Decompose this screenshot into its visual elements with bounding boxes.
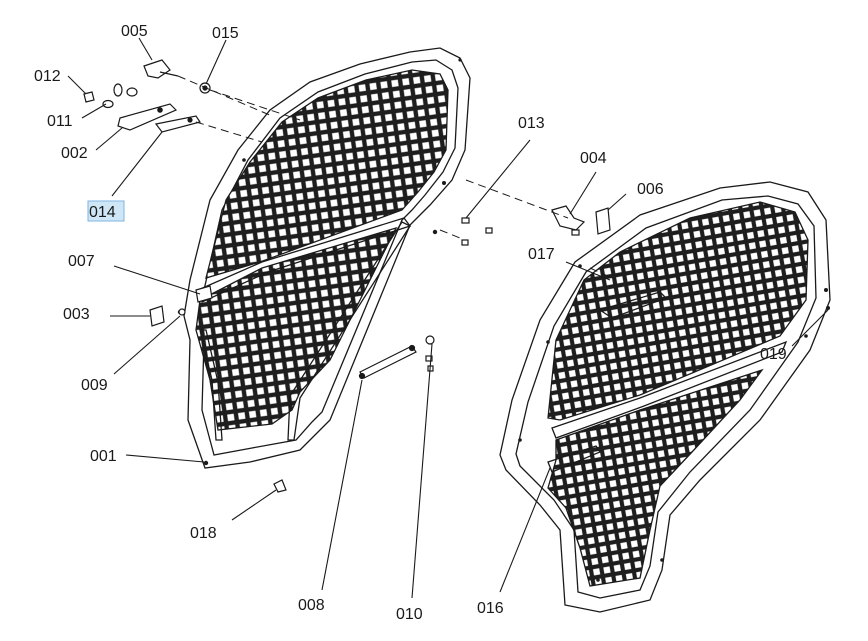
ball-stud-010 bbox=[425, 335, 435, 345]
washer-011 bbox=[102, 99, 114, 109]
label-009[interactable]: 009 bbox=[81, 377, 108, 394]
label-012[interactable]: 012 bbox=[34, 68, 61, 85]
label-003[interactable]: 003 bbox=[63, 306, 90, 323]
right-door-upper-mesh bbox=[547, 201, 809, 421]
label-019[interactable]: 019 bbox=[760, 346, 787, 363]
label-015[interactable]: 015 bbox=[212, 25, 239, 42]
assembly-lines bbox=[177, 75, 613, 279]
left-door-upper-mesh bbox=[205, 69, 449, 279]
small-parts bbox=[83, 59, 611, 493]
part-labels: 005 015 012 011 002 014 007 003 009 001 … bbox=[34, 23, 787, 623]
label-001[interactable]: 001 bbox=[90, 448, 117, 465]
part-018 bbox=[273, 479, 287, 493]
label-011[interactable]: 011 bbox=[47, 113, 73, 130]
right-door-brace bbox=[551, 340, 788, 439]
label-002[interactable]: 002 bbox=[61, 145, 88, 162]
left-door-inner-bar bbox=[199, 329, 223, 441]
pin-009 bbox=[178, 308, 186, 316]
right-door-outer-frame bbox=[499, 181, 831, 613]
left-door bbox=[177, 47, 471, 469]
label-006[interactable]: 006 bbox=[637, 181, 664, 198]
left-door-strut bbox=[287, 221, 411, 441]
left-door-lower-mesh bbox=[195, 226, 398, 431]
latch-003 bbox=[149, 305, 165, 327]
hinge-005 bbox=[143, 59, 171, 79]
bracket-007 bbox=[195, 285, 213, 303]
label-014[interactable]: 014 bbox=[89, 204, 116, 221]
right-door bbox=[499, 181, 831, 613]
label-013[interactable]: 013 bbox=[518, 115, 545, 132]
latch-006 bbox=[595, 207, 611, 235]
label-008[interactable]: 008 bbox=[298, 597, 325, 614]
label-018[interactable]: 018 bbox=[190, 525, 217, 542]
selected-label-highlight bbox=[87, 200, 125, 222]
label-010[interactable]: 010 bbox=[396, 606, 423, 623]
nut-013 bbox=[461, 217, 470, 224]
label-004[interactable]: 004 bbox=[580, 150, 607, 167]
left-door-outer-frame bbox=[183, 47, 471, 469]
right-door-lower-mesh bbox=[547, 368, 764, 587]
label-007[interactable]: 007 bbox=[68, 253, 95, 270]
leader-lines bbox=[67, 37, 829, 599]
plate-014 bbox=[154, 115, 201, 133]
gas-strut-008 bbox=[359, 345, 417, 379]
label-016[interactable]: 016 bbox=[477, 600, 504, 617]
label-005[interactable]: 005 bbox=[121, 23, 148, 40]
bolt-012 bbox=[83, 91, 95, 103]
label-017[interactable]: 017 bbox=[528, 246, 555, 263]
right-door-inner-frame bbox=[515, 195, 817, 599]
